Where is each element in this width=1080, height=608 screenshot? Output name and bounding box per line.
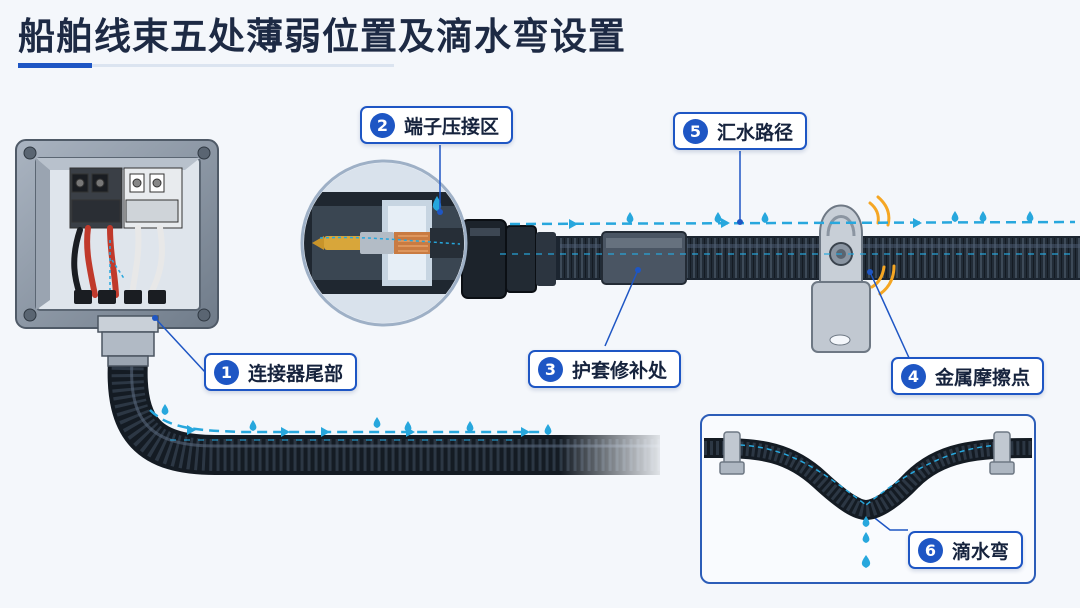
cable-gland (97, 315, 159, 367)
callout-number: 4 (901, 363, 926, 389)
terminal-block (69, 167, 183, 229)
callout-connector-tail: 1 连接器尾部 (204, 353, 358, 391)
callout-label: 端子压接区 (404, 115, 500, 138)
callout-label: 连接器尾部 (248, 362, 344, 385)
callout-label: 汇水路径 (717, 121, 794, 144)
magnifier-circle-icon (300, 159, 468, 327)
callout-drip-loop: 6 滴水弯 (908, 531, 1024, 569)
callout-1-leader (154, 317, 206, 373)
left-corrugated-cable (107, 358, 670, 485)
left-water-path (149, 404, 552, 441)
water-drop-icon (161, 404, 552, 435)
title-underline (18, 64, 394, 67)
clamp-icon (719, 431, 1015, 475)
callout-number: 3 (538, 356, 563, 382)
junction-box (15, 139, 219, 367)
repair-sleeve (601, 231, 687, 285)
upper-corrugated-cable (480, 236, 1080, 280)
upper-water-path (500, 211, 1076, 255)
callout-leaders (439, 145, 911, 531)
flow-arrow-icon (569, 218, 922, 229)
callout-label: 滴水弯 (952, 540, 1010, 563)
callout-number: 6 (918, 537, 943, 563)
wire-connector (74, 290, 166, 304)
cable-connector (461, 219, 556, 299)
water-drop-icon (626, 211, 1034, 223)
callout-terminal-crimp: 2 端子压接区 (360, 106, 514, 144)
callout-number: 2 (370, 112, 395, 138)
callout-metal-friction: 4 金属摩擦点 (891, 357, 1045, 395)
water-drop-icon (861, 516, 871, 568)
internal-wires (71, 225, 165, 298)
callout-water-path: 5 汇水路径 (673, 112, 808, 150)
drip-loop-illustration (704, 431, 1033, 568)
callout-label: 护套修补处 (572, 359, 668, 382)
callout-number: 1 (214, 359, 239, 385)
flow-arrow-icon (187, 425, 530, 437)
clamp-icon (811, 204, 871, 353)
friction-mark-icon (868, 195, 896, 296)
callout-label: 金属摩擦点 (935, 366, 1031, 389)
title-underline-accent (18, 63, 92, 68)
page-title: 船舶线束五处薄弱位置及滴水弯设置 (18, 15, 626, 58)
screw-icon (23, 146, 211, 322)
callout-sheath-repair: 3 护套修补处 (528, 350, 682, 388)
callout-number: 5 (683, 118, 708, 144)
